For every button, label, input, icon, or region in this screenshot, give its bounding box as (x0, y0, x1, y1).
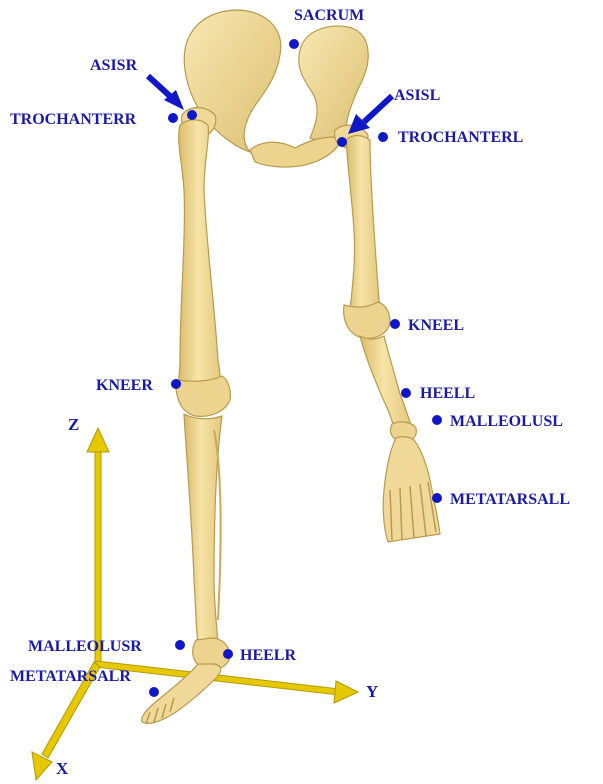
skeleton (142, 10, 440, 724)
metatarsall-label: METATARSALL (450, 491, 570, 508)
malleolusr-dot (175, 640, 185, 650)
asisr-arrow (148, 76, 184, 110)
malleolusl-dot (432, 415, 442, 425)
marker-labels: SACRUM ASISR ASISL TROCHANTERR TROCHANTE… (10, 7, 570, 685)
z-axis-label: Z (68, 415, 79, 434)
left-leg (344, 136, 440, 543)
asisl-arrow (348, 96, 392, 134)
sacrum-label: SACRUM (294, 7, 364, 24)
heelr-dot (223, 649, 233, 659)
trochanterr-label: TROCHANTERR (10, 111, 137, 128)
sacrum-dot (289, 39, 299, 49)
heell-dot (401, 388, 411, 398)
malleolusr-label: MALLEOLUSR (28, 638, 142, 655)
trochanterl-label: TROCHANTERL (398, 129, 523, 146)
x-axis-label: X (56, 759, 69, 778)
kneer-label: KNEER (96, 377, 153, 394)
asisl-label: ASISL (394, 87, 440, 104)
trochanterr-dot (168, 113, 178, 123)
asisl-dot (337, 137, 347, 147)
metatarsalr-label: METATARSALR (10, 668, 131, 685)
kneel-dot (390, 319, 400, 329)
y-axis (95, 661, 358, 703)
metatarsall-dot (432, 493, 442, 503)
trochanterl-dot (378, 132, 388, 142)
kneer-dot (171, 379, 181, 389)
heell-label: HEELL (420, 385, 475, 402)
asisr-label: ASISR (90, 57, 138, 74)
kneel-label: KNEEL (408, 317, 464, 334)
heelr-label: HEELR (240, 647, 296, 664)
malleolusl-label: MALLEOLUSL (450, 413, 563, 430)
right-leg (142, 120, 231, 724)
z-axis (87, 428, 109, 663)
metatarsalr-dot (149, 687, 159, 697)
y-axis-label: Y (366, 682, 378, 701)
asisr-dot (187, 110, 197, 120)
